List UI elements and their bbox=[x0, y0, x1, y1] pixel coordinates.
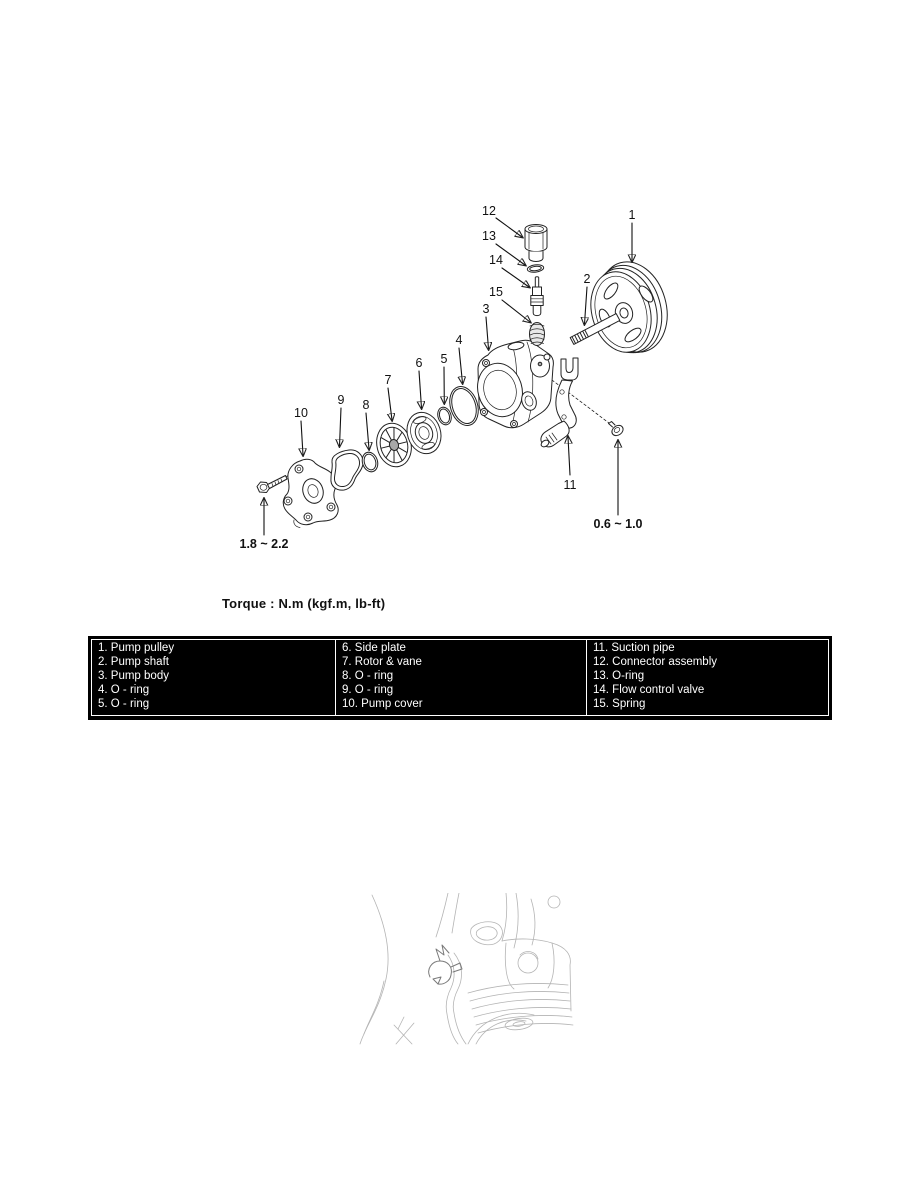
part-o-ring-9 bbox=[331, 450, 363, 490]
torque-value: 0.6 ~ 1.0 bbox=[594, 517, 643, 531]
callout-14: 14 bbox=[489, 253, 529, 287]
part-suction-pipe bbox=[540, 358, 578, 448]
torque-note: Torque : N.m (kgf.m, lb-ft) bbox=[222, 596, 386, 611]
callout-13: 13 bbox=[482, 229, 525, 265]
part-flow-control-valve bbox=[531, 277, 543, 316]
parts-table-item: 5. O - ring bbox=[98, 697, 150, 710]
parts-table-inner: 1. Pump pulley 2. Pump shaft 3. Pump bod… bbox=[91, 639, 829, 716]
parts-table-item: 2. Pump shaft bbox=[98, 655, 169, 668]
callout-number: 13 bbox=[482, 229, 496, 243]
parts-table-item: 9. O - ring bbox=[342, 683, 394, 696]
parts-table-column-1: 1. Pump pulley 2. Pump shaft 3. Pump bod… bbox=[92, 640, 336, 715]
parts-table-item: 8. O - ring bbox=[342, 669, 394, 682]
part-pump-shaft bbox=[570, 314, 620, 345]
parts-table-item: 7. Rotor & vane bbox=[342, 655, 422, 668]
exploded-diagram: 1 2 3 4 5 6 7 8 bbox=[240, 204, 700, 551]
torque-annotation-suction-pipe: 0.6 ~ 1.0 bbox=[594, 441, 643, 531]
pump-cover-bolt bbox=[257, 476, 287, 493]
callout-number: 11 bbox=[564, 478, 577, 492]
callout-number: 2 bbox=[584, 272, 591, 286]
hose-clamp-detail bbox=[428, 944, 463, 985]
callout-5: 5 bbox=[441, 352, 448, 403]
callout-10: 10 bbox=[294, 406, 308, 455]
parts-table-item: 10. Pump cover bbox=[342, 697, 423, 710]
callout-number: 4 bbox=[456, 333, 463, 347]
callout-4: 4 bbox=[456, 333, 463, 383]
callout-1: 1 bbox=[629, 208, 636, 261]
callout-2: 2 bbox=[584, 272, 591, 324]
callout-number: 8 bbox=[363, 398, 370, 412]
callout-number: 14 bbox=[489, 253, 503, 267]
callout-11: 11 bbox=[564, 437, 577, 492]
callout-number: 9 bbox=[338, 393, 345, 407]
engine-bay-illustration bbox=[359, 893, 574, 1045]
parts-table-column-3: 11. Suction pipe 12. Connector assembly … bbox=[587, 640, 828, 715]
torque-value: 1.8 ~ 2.2 bbox=[240, 537, 289, 551]
torque-annotation-pump-cover: 1.8 ~ 2.2 bbox=[240, 499, 289, 551]
part-pump-pulley bbox=[582, 254, 678, 361]
callout-3: 3 bbox=[483, 302, 490, 349]
callout-number: 6 bbox=[416, 356, 423, 370]
parts-table: 1. Pump pulley 2. Pump shaft 3. Pump bod… bbox=[88, 636, 832, 720]
callout-9: 9 bbox=[338, 393, 345, 446]
callout-6: 6 bbox=[416, 356, 423, 408]
parts-table-item: 14. Flow control valve bbox=[593, 683, 705, 696]
part-spring bbox=[530, 323, 545, 346]
parts-table-item: 12. Connector assembly bbox=[593, 655, 718, 668]
callout-8: 8 bbox=[363, 398, 370, 449]
part-pump-body bbox=[471, 340, 553, 428]
callout-number: 12 bbox=[482, 204, 496, 218]
alignment-dash-suction-bolt bbox=[548, 377, 609, 423]
callout-15: 15 bbox=[489, 285, 530, 322]
suction-pipe-bolt bbox=[609, 422, 626, 438]
callout-number: 10 bbox=[294, 406, 308, 420]
callout-12: 12 bbox=[482, 204, 522, 237]
part-pump-cover bbox=[283, 459, 338, 527]
callout-number: 3 bbox=[483, 302, 490, 316]
parts-table-item: 11. Suction pipe bbox=[593, 642, 675, 654]
parts-table-item: 1. Pump pulley bbox=[98, 642, 175, 654]
parts-table-item: 6. Side plate bbox=[342, 642, 406, 654]
callout-number: 5 bbox=[441, 352, 448, 366]
part-connector-assembly bbox=[525, 225, 547, 262]
callout-number: 15 bbox=[489, 285, 503, 299]
parts-table-item: 15. Spring bbox=[593, 697, 646, 710]
callout-7: 7 bbox=[385, 373, 392, 420]
part-o-ring-13 bbox=[527, 264, 544, 273]
parts-table-item: 13. O-ring bbox=[593, 669, 645, 682]
parts-table-item: 4. O - ring bbox=[98, 683, 150, 696]
parts-table-column-2: 6. Side plate 7. Rotor & vane 8. O - rin… bbox=[336, 640, 587, 715]
part-o-ring-8 bbox=[360, 450, 380, 474]
callout-number: 1 bbox=[629, 208, 636, 222]
parts-table-item: 3. Pump body bbox=[98, 669, 169, 682]
callout-number: 7 bbox=[385, 373, 392, 387]
